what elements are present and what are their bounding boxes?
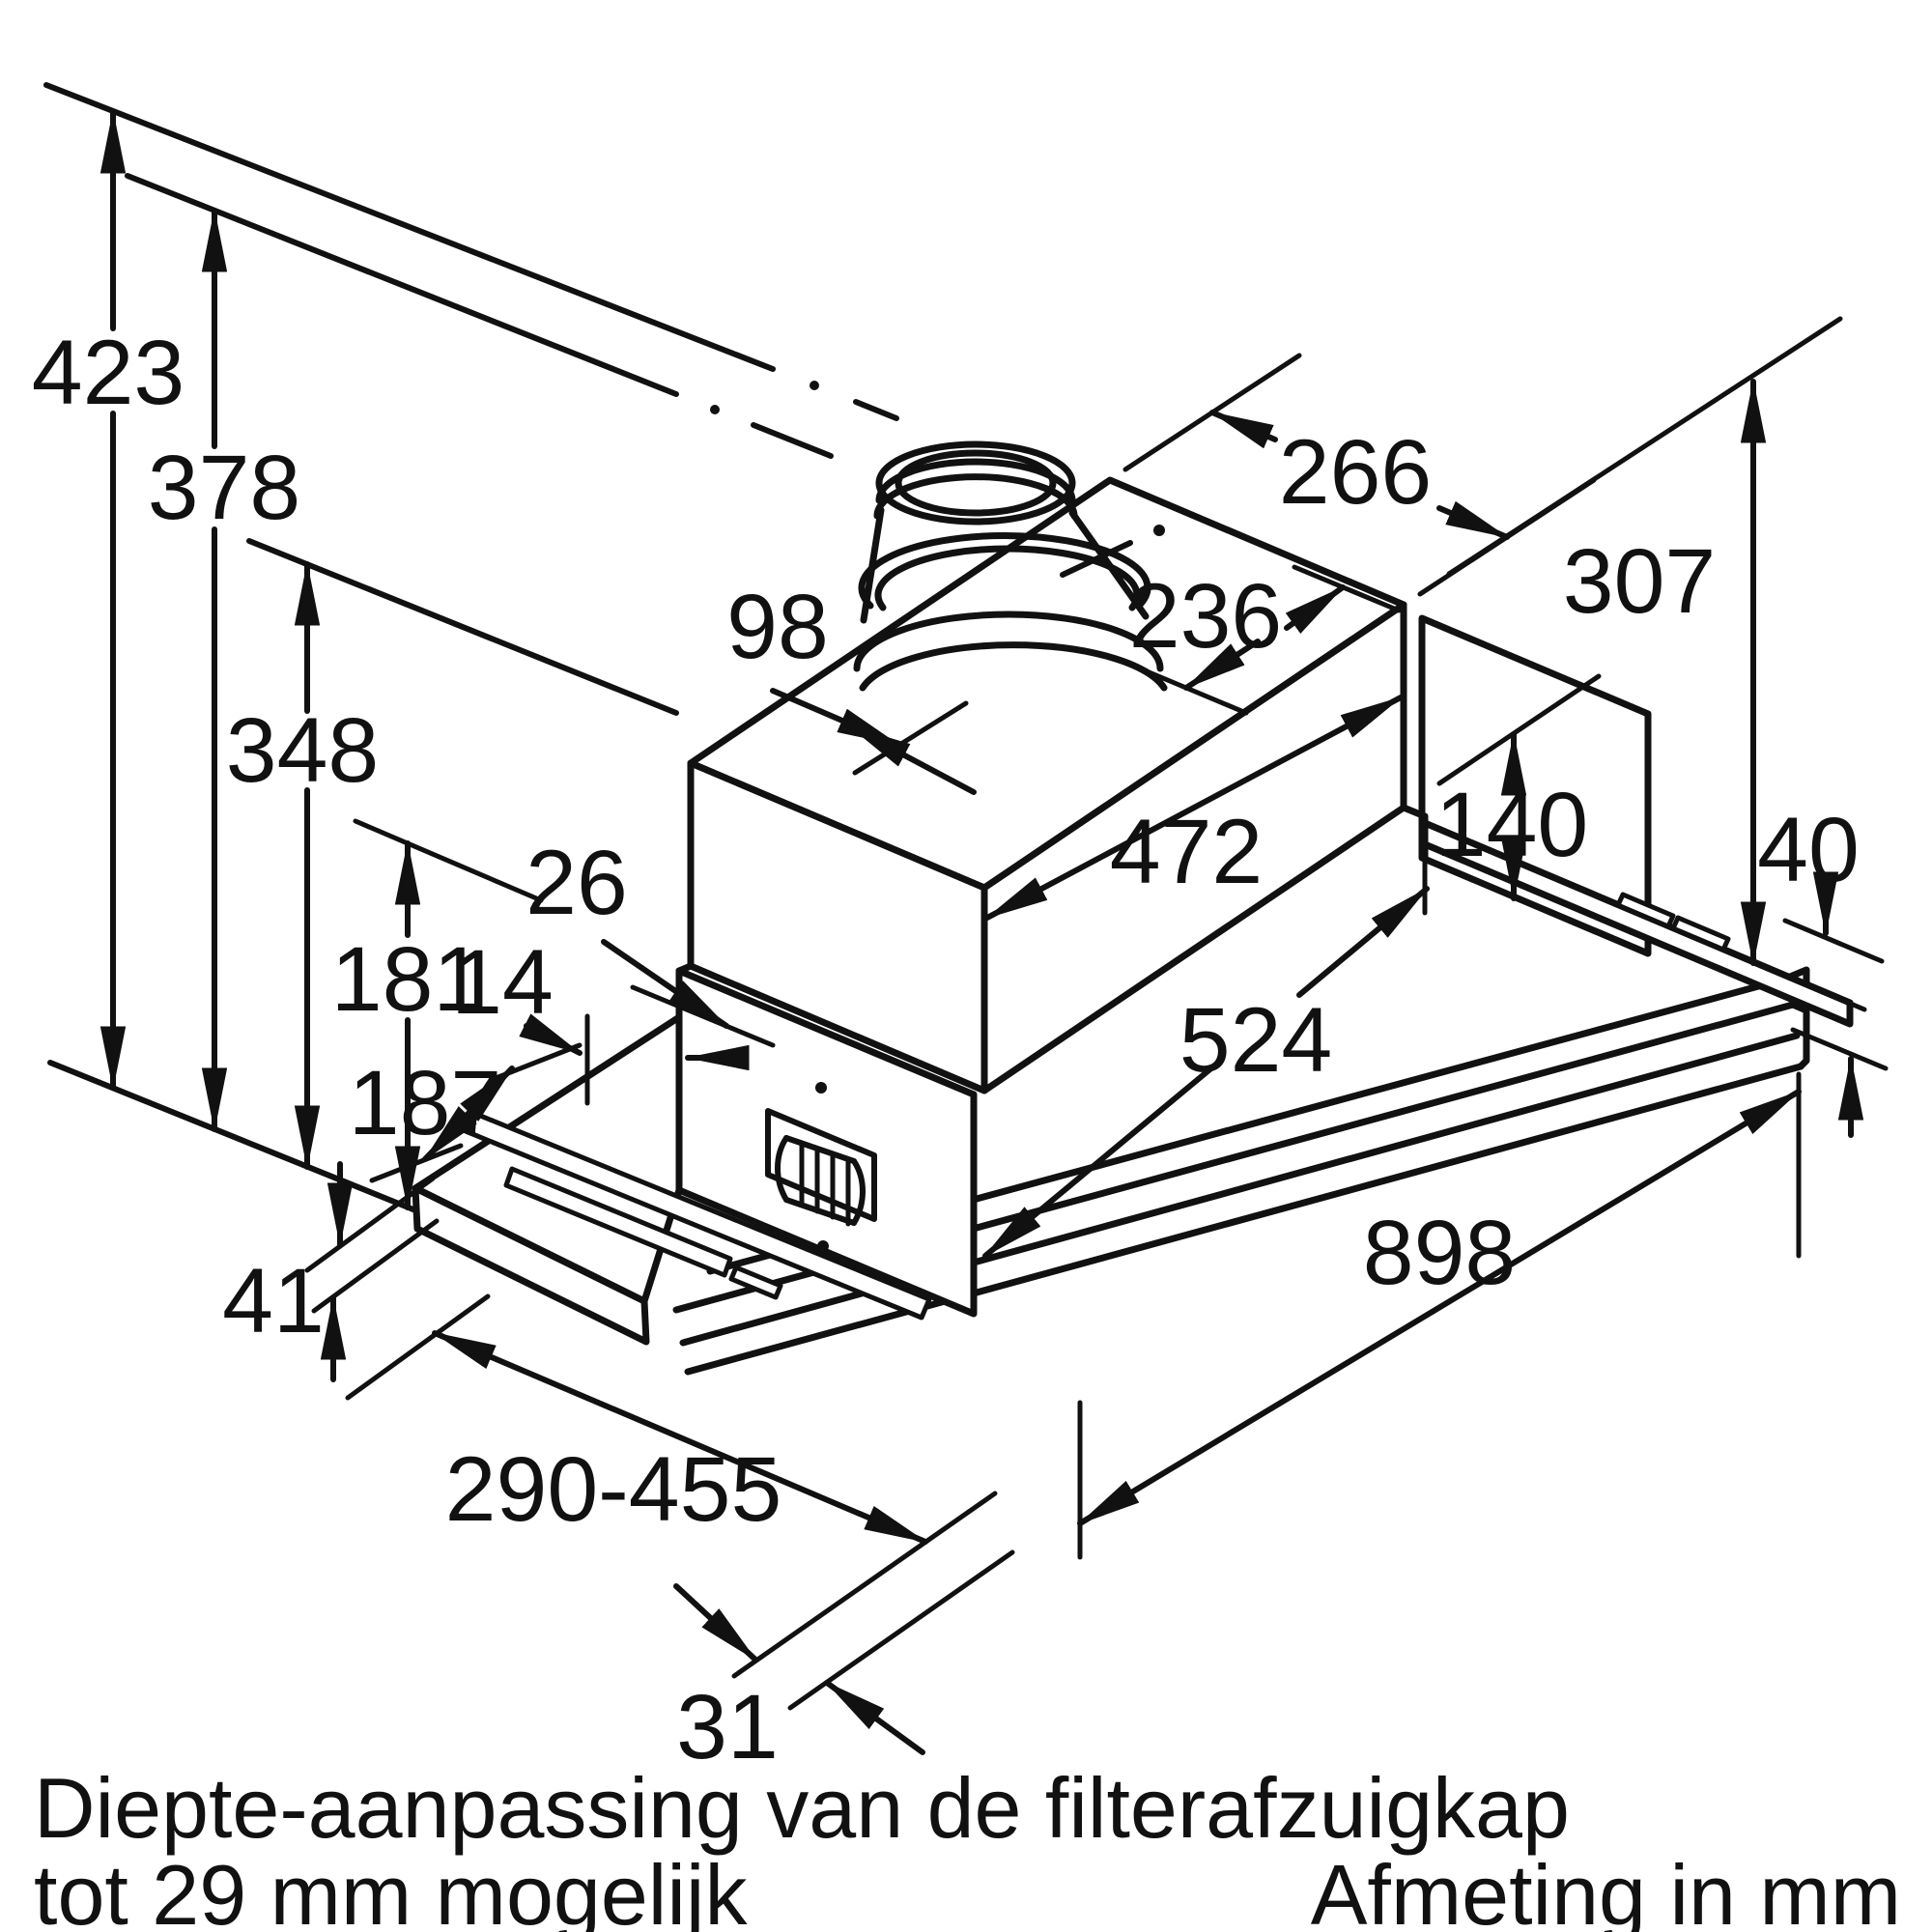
filter-strip-short <box>503 1166 733 1278</box>
centerline-dot <box>810 381 819 390</box>
duct-cone-left <box>860 506 885 624</box>
dim-ext-26 <box>630 984 776 1048</box>
dim-ext-31-b <box>787 1549 1015 1711</box>
duct-base-rim-inner <box>874 545 1141 611</box>
duct-collar <box>853 440 1168 692</box>
dim-arrow-236-b <box>1183 639 1261 691</box>
dimension-labels: 423 378 348 181 26 98 14 187 41 266 236 … <box>32 322 1860 1778</box>
dim-label-378: 378 <box>148 437 301 539</box>
dim-label-348: 348 <box>226 699 380 802</box>
dim-label-181: 181 <box>331 928 485 1031</box>
caption-line2: tot 29 mm mogelijk <box>34 1847 748 1932</box>
dim-arrow-31-a <box>673 1583 758 1662</box>
centerline-dot <box>710 405 720 414</box>
dim-ext-140 <box>1436 673 1602 786</box>
ref-line-378-cont <box>751 422 834 459</box>
roller-left-cap <box>775 1135 789 1203</box>
dim-ext-41-top <box>304 1176 436 1273</box>
rail-pin <box>1615 892 1676 929</box>
dim-ext-307-bottom <box>1678 929 1867 1012</box>
dim-arrow-98 <box>770 688 901 748</box>
dim-arrow-236-a <box>1284 584 1346 634</box>
control-roller <box>765 1082 877 1252</box>
dim-ext-98 <box>852 700 969 776</box>
dim-line-290-455 <box>432 1330 928 1545</box>
caption-line1: Diepte-aanpassing van de filterafzuigkap <box>34 1760 1570 1856</box>
dim-ext-40-top <box>1782 918 1885 964</box>
dim-label-31: 31 <box>676 1676 779 1778</box>
tray-end-cap-edge <box>1789 1001 1810 1014</box>
dim-line-266-left <box>1209 410 1278 449</box>
dim-label-26: 26 <box>526 832 628 934</box>
hood-step-edge <box>1400 804 1429 862</box>
dim-label-41: 41 <box>222 1250 325 1352</box>
dimension-annotations <box>99 109 1889 1755</box>
dim-label-40: 40 <box>1757 799 1860 901</box>
screw-dot <box>817 1240 829 1252</box>
duct-top-inner <box>895 449 1057 517</box>
ref-line-423 <box>43 82 776 372</box>
screw-dot <box>815 1082 827 1094</box>
duct-lip-arc <box>875 458 1076 504</box>
dim-label-14: 14 <box>451 931 554 1034</box>
roller-ribs <box>799 1141 851 1227</box>
dim-label-524: 524 <box>1179 989 1333 1092</box>
dim-label-307: 307 <box>1563 530 1717 633</box>
duct-base-rim <box>858 531 1151 610</box>
ref-line-378 <box>125 173 679 397</box>
duct-top-outer <box>875 440 1076 526</box>
dim-label-98: 98 <box>726 576 829 678</box>
ref-line-348 <box>246 538 679 716</box>
tray-end-cap <box>1779 966 1810 1070</box>
dim-label-236: 236 <box>1129 565 1283 668</box>
dim-line-524-right <box>1296 886 1430 998</box>
dim-label-423: 423 <box>32 322 185 424</box>
roller-top <box>783 1135 857 1164</box>
dim-ext-236-a <box>1292 564 1402 613</box>
dim-line-266-right <box>1436 500 1510 540</box>
dim-label-266: 266 <box>1279 421 1433 524</box>
ref-line-423-cont <box>853 399 899 421</box>
dim-ext-31-a <box>731 1491 998 1679</box>
units-note: Afmeting in mm <box>1311 1847 1901 1932</box>
duct-base-flange <box>853 611 1164 672</box>
dim-ext-40-bottom <box>1790 1027 1889 1071</box>
filter-strip-tab <box>728 1264 783 1300</box>
slide-centerline <box>1060 540 1133 578</box>
center-dot <box>1153 525 1165 536</box>
roller-right-cap <box>851 1158 866 1226</box>
duct-cone-right <box>1068 509 1150 620</box>
ref-line-181 <box>353 818 544 903</box>
dim-label-140: 140 <box>1435 774 1589 876</box>
dim-arrow-187-b <box>422 1096 486 1162</box>
dim-label-472: 472 <box>1110 801 1264 903</box>
captions: Diepte-aanpassing van de filterafzuigkap… <box>34 1760 1901 1932</box>
dim-ext-307-top <box>1446 316 1843 577</box>
dim-line-898 <box>1077 1089 1802 1526</box>
dim-label-187: 187 <box>349 1052 502 1154</box>
dim-label-898: 898 <box>1363 1202 1517 1304</box>
pullout-step <box>675 962 695 975</box>
dim-line-472 <box>984 695 1404 921</box>
dim-label-290-455: 290-455 <box>445 1438 782 1541</box>
dim-ext-290 <box>345 1293 491 1401</box>
roller-bottom <box>783 1197 857 1226</box>
dim-arrow-26 <box>601 939 729 1029</box>
dim-arrow-31-b <box>824 1680 925 1755</box>
